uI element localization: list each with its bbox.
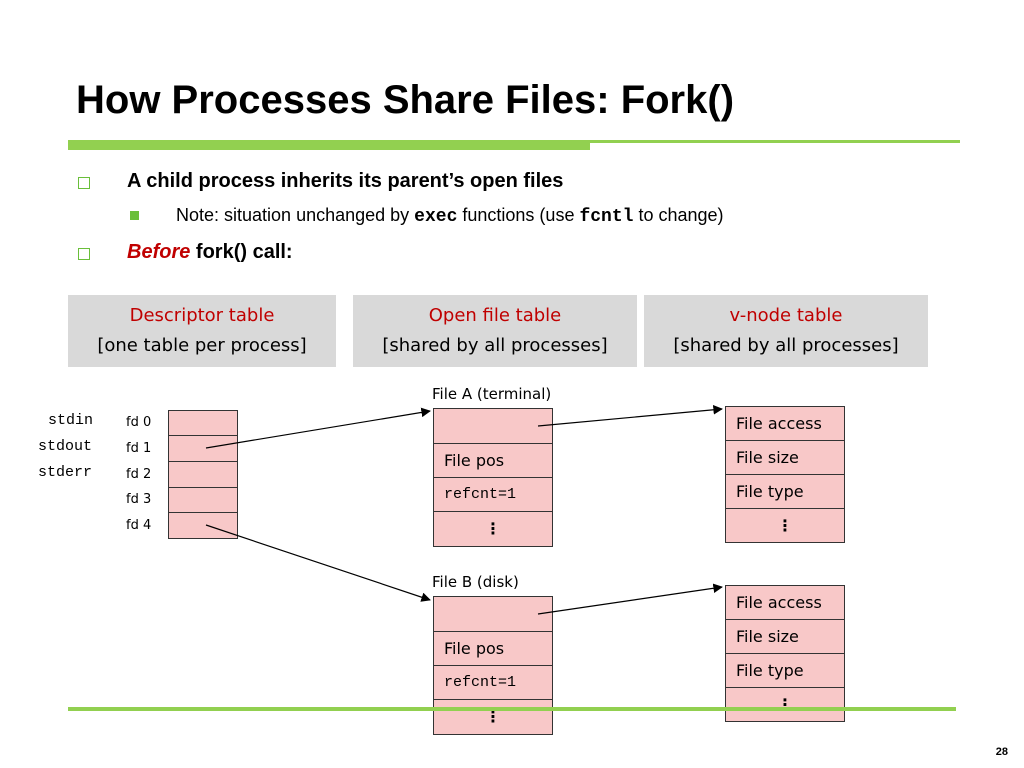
note-text-b: functions (use [457,205,580,225]
before-emphasis: Before [127,241,191,263]
file-b-more-cell: ⋮ [433,699,553,735]
open-file-table-subtitle: [shared by all processes] [382,335,608,356]
bullet-box-icon [78,177,90,189]
note-text-a: Note: situation unchanged by [176,205,415,225]
vnode-b-size-cell: File size [725,619,845,654]
vnode-a-more-cell: ⋮ [725,508,845,543]
fd-label: fd 1 [126,441,152,456]
vnode-b-access-cell: File access [725,585,845,620]
page-number: 28 [995,746,1008,758]
vnode-table-header: v-node table [shared by all processes] [644,295,928,367]
fd-label: fd 3 [126,492,152,507]
fork-call-text: fork() call: [190,241,293,263]
file-a-top-cell [433,408,553,444]
vnode-a-access-cell: File access [725,406,845,441]
slide-title: How Processes Share Files: Fork() [76,78,735,122]
arrow-fd1-to-file-a [205,407,431,449]
vnode-a-size-cell: File size [725,440,845,475]
stdout-label: stdout [38,438,93,455]
open-file-table-header: Open file table [shared by all processes… [353,295,637,367]
descriptor-table-subtitle: [one table per process] [97,335,307,356]
footer-rule [68,707,956,711]
vnode-b-type-cell: File type [725,653,845,688]
descriptor-cell-fd4 [168,512,238,539]
note-fcntl-code: fcntl [579,207,634,227]
file-a-more-cell: ⋮ [433,511,553,547]
note-text-c: to change) [633,205,724,225]
file-b-refcnt-cell: refcnt=1 [433,665,553,700]
stderr-label: stderr [38,464,93,481]
arrow-fd4-to-file-b [205,524,431,602]
open-file-table-title: Open file table [428,305,562,326]
descriptor-table-header: Descriptor table [one table per process] [68,295,336,367]
sub-bullet-note: Note: situation unchanged by exec functi… [176,205,724,227]
vnode-table-title: v-node table [729,305,843,326]
bullet-inherit-files: A child process inherits its parent’s op… [127,170,564,192]
arrow-file-b-to-vnode-b [537,583,723,615]
sub-bullet-square-icon [130,211,139,220]
fd-label: fd 2 [126,467,152,482]
arrow-file-a-to-vnode-a [537,405,723,427]
descriptor-table-title: Descriptor table [129,305,275,326]
vnode-b-more-cell: ⋮ [725,687,845,722]
file-a-refcnt-cell: refcnt=1 [433,477,553,512]
bullet-before-fork: Before fork() call: [127,241,293,264]
bullet-box-icon [78,248,90,260]
file-b-label: File B (disk) [432,573,519,591]
fd-label: fd 4 [126,518,152,533]
stdin-label: stdin [48,412,94,429]
file-b-pos-cell: File pos [433,631,553,666]
vnode-table-subtitle: [shared by all processes] [673,335,899,356]
note-exec-code: exec [414,207,458,227]
title-underline-accent [68,140,590,150]
file-b-top-cell [433,596,553,632]
file-a-label: File A (terminal) [432,385,552,403]
fd-label: fd 0 [126,415,152,430]
